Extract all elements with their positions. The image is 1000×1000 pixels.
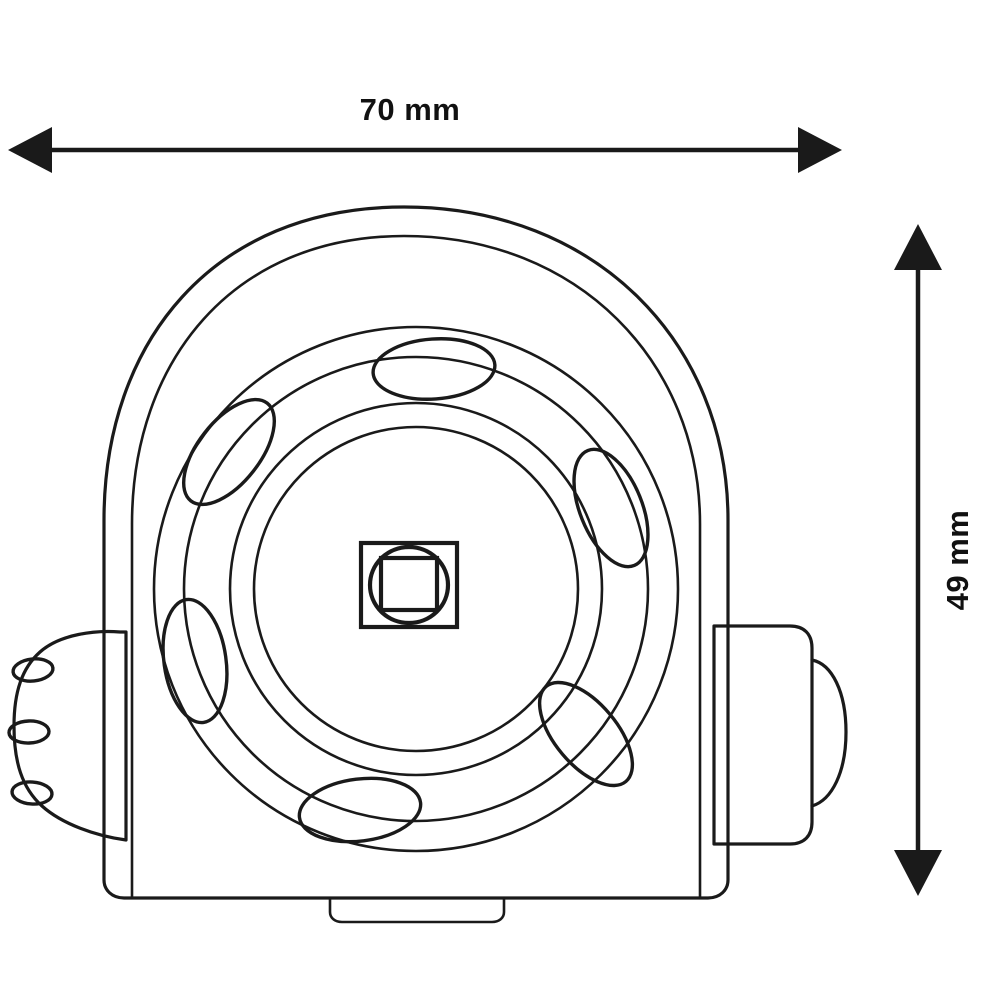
bracket-hole-top	[11, 657, 55, 683]
lens-element-bottom	[297, 776, 423, 844]
lens-ring-outer	[152, 325, 680, 853]
lens-element-upper-right	[572, 447, 650, 569]
center-sensor-marker	[358, 540, 460, 630]
lens-element-lower-left	[161, 597, 229, 725]
right-connector-block	[712, 624, 814, 846]
lens-ring-inner	[252, 425, 580, 753]
lens-ring-group	[152, 325, 680, 853]
lens-element-group	[161, 337, 650, 844]
bottom-locating-tab	[328, 896, 506, 924]
center-marker-circle	[367, 544, 451, 626]
width-arrowhead-right	[798, 127, 842, 173]
product-outline-group	[7, 205, 848, 924]
lens-ring-third	[228, 401, 604, 777]
width-arrowhead-left	[8, 127, 52, 173]
height-dimension-label: 49 mm	[940, 510, 975, 611]
bracket-hole-middle	[7, 719, 51, 745]
center-marker-outer-square	[358, 540, 460, 630]
lens-element-upper-left	[181, 397, 277, 507]
lens-element-lower-right	[537, 680, 635, 788]
center-marker-inner-square	[378, 555, 440, 613]
height-arrowhead-top	[894, 224, 942, 270]
right-connector-dome	[810, 658, 848, 808]
height-dimension-group: 49 mm	[894, 224, 975, 896]
width-dimension-group: 70 mm	[8, 92, 842, 173]
housing-inner-shell-line	[130, 234, 702, 900]
lens-ring-second	[182, 355, 650, 823]
housing-outer-silhouette	[102, 205, 730, 900]
left-mounting-bracket	[12, 629, 128, 842]
lens-element-top	[371, 337, 497, 401]
width-dimension-label: 70 mm	[360, 92, 461, 127]
height-arrowhead-bottom	[894, 850, 942, 896]
bracket-hole-bottom	[10, 780, 54, 806]
